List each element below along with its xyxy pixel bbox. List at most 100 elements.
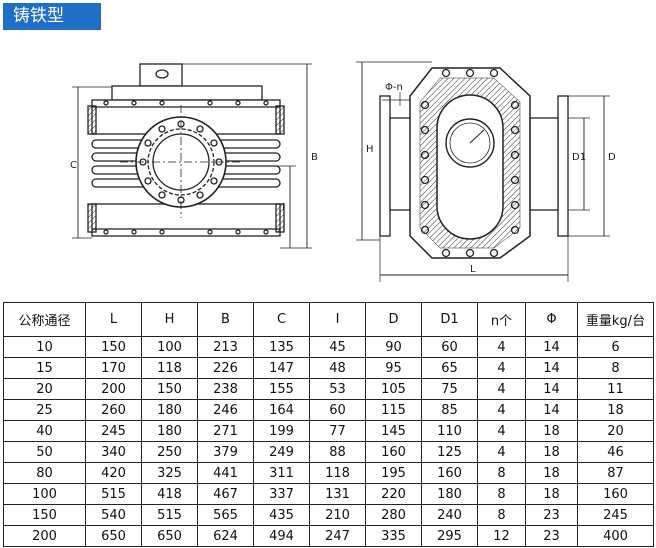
- table-cell: 4: [477, 336, 526, 358]
- table-cell: 115: [365, 399, 422, 421]
- table-cell: 515: [85, 483, 142, 505]
- table-cell: 220: [365, 483, 422, 505]
- table-header-cell: 公称通径: [3, 302, 86, 337]
- dim-label-d1: D1: [572, 152, 586, 163]
- table-cell: 8: [477, 483, 526, 505]
- table-cell: 200: [85, 378, 142, 400]
- table-header-cell: 重量kg/台: [577, 302, 654, 337]
- table-cell: 467: [197, 483, 254, 505]
- table-cell: 164: [253, 399, 310, 421]
- table-cell: 145: [365, 420, 422, 442]
- table-cell: 494: [253, 525, 310, 547]
- table-cell: 18: [525, 441, 578, 463]
- table-cell: 160: [577, 483, 654, 505]
- table-cell: 150: [85, 336, 142, 358]
- table-cell: 48: [309, 357, 366, 379]
- table-cell: 4: [477, 378, 526, 400]
- table-cell: 14: [525, 357, 578, 379]
- table-cell: 245: [85, 420, 142, 442]
- table-cell: 325: [141, 462, 198, 484]
- table-cell: 95: [365, 357, 422, 379]
- table-cell: 200: [3, 525, 86, 547]
- table-cell: 60: [421, 336, 478, 358]
- table-cell: 246: [197, 399, 254, 421]
- table-cell: 247: [309, 525, 366, 547]
- table-cell: 23: [525, 504, 578, 526]
- table-cell: 20: [3, 378, 86, 400]
- dim-label-b: B: [311, 152, 318, 163]
- table-cell: 110: [421, 420, 478, 442]
- table-cell: 60: [309, 399, 366, 421]
- table-cell: 249: [253, 441, 310, 463]
- table-cell: 11: [577, 378, 654, 400]
- table-cell: 515: [141, 504, 198, 526]
- table-cell: 624: [197, 525, 254, 547]
- table-header-cell: n个: [477, 302, 526, 337]
- table-cell: 337: [253, 483, 310, 505]
- side-view: [72, 63, 312, 249]
- table-cell: 20: [577, 420, 654, 442]
- table-cell: 10: [3, 336, 86, 358]
- dim-label-c: C: [70, 160, 77, 171]
- table-header-cell: Φ: [525, 302, 578, 337]
- dim-label-d: D: [608, 152, 616, 163]
- table-header-cell: H: [141, 302, 198, 337]
- table-cell: 14: [525, 336, 578, 358]
- table-cell: 280: [365, 504, 422, 526]
- table-cell: 180: [141, 399, 198, 421]
- table-cell: 18: [525, 483, 578, 505]
- table-cell: 88: [309, 441, 366, 463]
- table-cell: 18: [525, 462, 578, 484]
- table-cell: 87: [577, 462, 654, 484]
- table-cell: 14: [525, 399, 578, 421]
- table-cell: 400: [577, 525, 654, 547]
- table-cell: 18: [577, 399, 654, 421]
- table-cell: 295: [421, 525, 478, 547]
- table-cell: 180: [141, 420, 198, 442]
- table-header-cell: L: [85, 302, 142, 337]
- table-cell: 199: [253, 420, 310, 442]
- table-cell: 650: [85, 525, 142, 547]
- table-cell: 118: [309, 462, 366, 484]
- table-cell: 50: [3, 441, 86, 463]
- table-cell: 118: [141, 357, 198, 379]
- table-cell: 15: [3, 357, 86, 379]
- table-cell: 14: [525, 378, 578, 400]
- table-header-cell: D1: [421, 302, 478, 337]
- table-cell: 100: [141, 336, 198, 358]
- table-header-cell: I: [309, 302, 366, 337]
- table-cell: 340: [85, 441, 142, 463]
- table-cell: 155: [253, 378, 310, 400]
- table-cell: 85: [421, 399, 478, 421]
- table-cell: 75: [421, 378, 478, 400]
- table-cell: 18: [525, 420, 578, 442]
- table-cell: 8: [577, 357, 654, 379]
- table-cell: 105: [365, 378, 422, 400]
- table-cell: 150: [3, 504, 86, 526]
- table-cell: 441: [197, 462, 254, 484]
- table-cell: 418: [141, 483, 198, 505]
- table-cell: 4: [477, 357, 526, 379]
- dim-label-l: L: [470, 264, 476, 275]
- dim-label-phi-n: Φ-n: [385, 82, 403, 93]
- table-cell: 260: [85, 399, 142, 421]
- table-cell: 4: [477, 420, 526, 442]
- table-cell: 100: [3, 483, 86, 505]
- table-cell: 8: [477, 504, 526, 526]
- table-header-row: 公称通径 L H B C I D D1 n个 Φ 重量kg/台: [3, 302, 654, 337]
- table-cell: 8: [477, 462, 526, 484]
- table-cell: 147: [253, 357, 310, 379]
- table-cell: 45: [309, 336, 366, 358]
- table-cell: 90: [365, 336, 422, 358]
- table-cell: 125: [421, 441, 478, 463]
- dim-label-h: H: [366, 144, 374, 155]
